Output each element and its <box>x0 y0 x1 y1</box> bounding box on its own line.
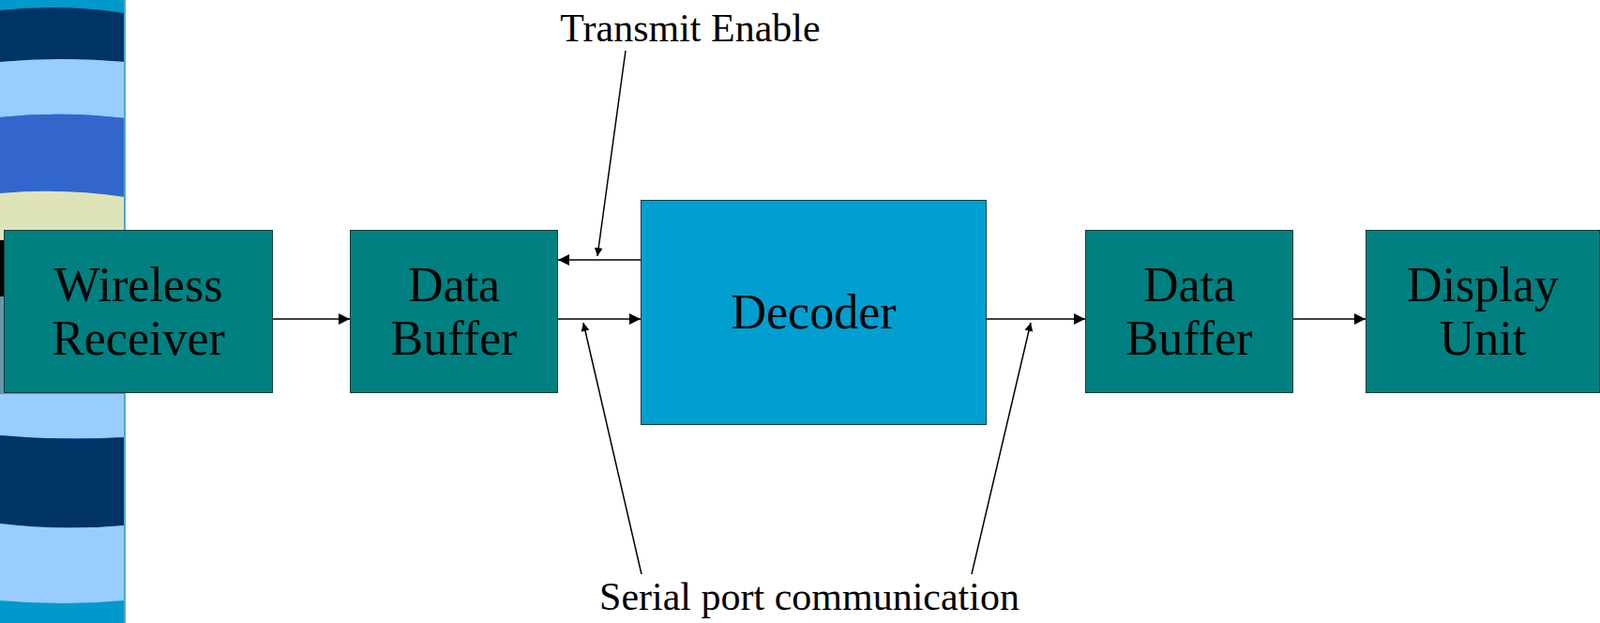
decoder-box: Decoder <box>640 199 987 425</box>
signal-label: Serial port communication <box>596 573 1023 619</box>
signal-arrow <box>1293 317 1366 320</box>
signal-label: Transmit Enable <box>557 5 823 51</box>
signal-arrow <box>986 317 1086 320</box>
node-text: Decoder <box>724 285 902 339</box>
process-box: Data Buffer <box>349 229 559 393</box>
leader-line <box>597 50 626 257</box>
node-text: Data Buffer <box>1086 257 1293 365</box>
leader-line <box>583 322 642 574</box>
node-text: Display Unit <box>1366 257 1600 365</box>
process-box: Display Unit <box>1365 229 1600 393</box>
signal-arrow <box>272 317 350 320</box>
process-box: Wireless Receiver <box>3 229 273 393</box>
process-box: Data Buffer <box>1085 229 1294 393</box>
node-text: Data Buffer <box>350 257 558 365</box>
node-text: Wireless Receiver <box>4 257 272 365</box>
signal-arrow <box>558 317 641 320</box>
signal-arrow <box>558 258 641 261</box>
